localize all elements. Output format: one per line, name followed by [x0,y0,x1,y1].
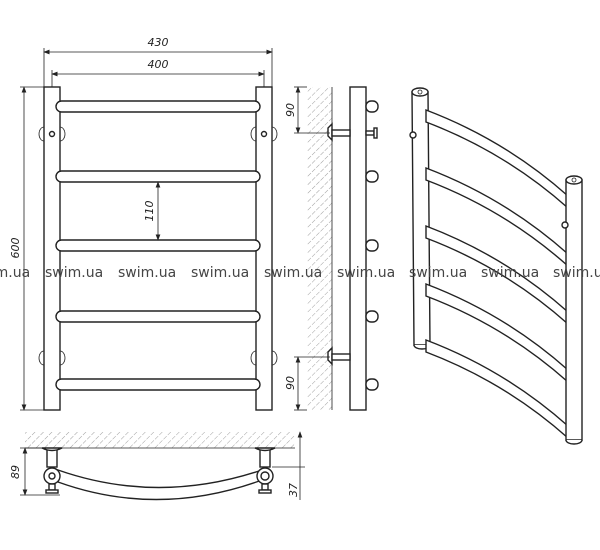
watermarks: swim.ua swim.ua swim.ua swim.ua swim.ua … [0,265,600,281]
dim-overall-width: 430 [148,36,169,49]
dim-height: 600 [9,238,22,259]
dimension-lines [20,48,273,411]
curved-rung [57,469,263,501]
wall-brackets [38,126,278,366]
dim-wall-depth: 89 [9,465,22,479]
top-view: 89 37 [9,431,305,501]
dim-bracket-top: 90 [284,103,297,117]
watermark: swim.ua [118,265,176,281]
rung [55,378,261,391]
rung-ends [365,100,379,391]
watermark: swim.ua [481,265,539,281]
rungs [55,100,261,391]
side-view: 90 90 [284,86,379,411]
dim-rail-width: 400 [148,58,169,71]
iso-left-post [411,91,431,346]
side-post [349,86,367,411]
dim-bracket-bottom: 90 [284,376,297,390]
rung [55,310,261,323]
front-view: 430 400 600 110 [9,36,278,411]
isometric-view [409,87,583,445]
watermark: swim.ua [0,265,30,281]
wall-hatch-top [25,432,295,448]
rung [55,100,261,113]
iso-right-post [565,179,583,441]
watermark: swim.ua [337,265,395,281]
watermark: swim.ua [409,265,467,281]
dim-rung-spacing: 110 [143,201,156,222]
watermark: swim.ua [553,265,600,281]
watermark: swim.ua [191,265,249,281]
dim-bracket-depth: 37 [287,483,300,497]
watermark: swim.ua [45,265,103,281]
rung [55,239,261,252]
watermark: swim.ua [264,265,322,281]
rung [55,170,261,183]
